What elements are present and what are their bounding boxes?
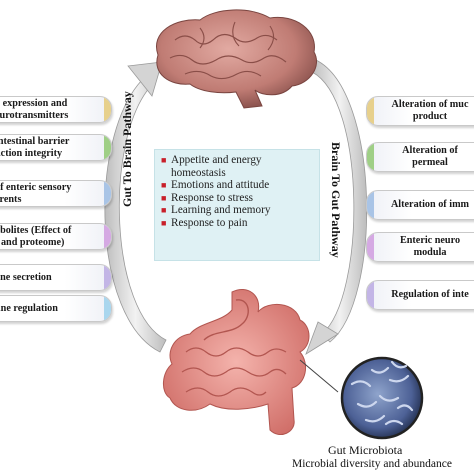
left-box-accent bbox=[104, 135, 111, 160]
right-box-enteric-neuro: Enteric neuro modula bbox=[366, 232, 474, 262]
center-list-item: ■ Learning and memory bbox=[161, 204, 315, 217]
gut-to-brain-label: Gut To Brain Pathway bbox=[120, 91, 134, 207]
left-box-immune: une regulation bbox=[0, 295, 112, 322]
left-box-accent bbox=[104, 97, 111, 122]
center-item-text: Response to pain bbox=[171, 216, 248, 229]
right-box-accent bbox=[367, 233, 374, 261]
center-list-item: ■ Appetite and energy homeostasis bbox=[161, 154, 315, 179]
right-box-text: Alteration of muc product bbox=[391, 99, 469, 122]
left-curved-arrow bbox=[104, 61, 167, 353]
left-box-expression: o expression and eurotransmitters bbox=[0, 96, 112, 123]
center-item-text: Emotions and attitude bbox=[171, 179, 270, 192]
left-box-barrier: intestinal barrier nction integrity bbox=[0, 134, 112, 161]
right-box-text: Alteration of imm bbox=[390, 199, 470, 210]
bullet-square-icon: ■ bbox=[161, 180, 167, 191]
right-box-immunity: Alteration of imm bbox=[366, 190, 474, 220]
left-box-accent bbox=[104, 265, 111, 290]
left-box-accent bbox=[104, 296, 111, 321]
left-box-metabolites: abolites (Effect of - and proteome) bbox=[0, 223, 112, 250]
center-item-text: Response to stress bbox=[171, 191, 254, 204]
left-box-hormone: one secretion bbox=[0, 264, 112, 291]
right-box-text: Alteration of permeal bbox=[402, 145, 458, 168]
center-list-item: ■ Response to stress bbox=[161, 192, 315, 205]
bullet-square-icon: ■ bbox=[161, 192, 167, 203]
microbiota-title: Gut Microbiota bbox=[328, 443, 403, 457]
left-box-text: abolites (Effect of - and proteome) bbox=[0, 224, 72, 248]
right-box-accent bbox=[367, 281, 374, 309]
brain-illustration bbox=[156, 9, 317, 109]
left-box-text: intestinal barrier nction integrity bbox=[0, 135, 70, 159]
left-box-accent bbox=[104, 181, 111, 206]
center-list-item: ■ Response to pain bbox=[161, 217, 315, 230]
left-box-text: une regulation bbox=[0, 302, 58, 314]
left-box-accent bbox=[104, 224, 111, 249]
right-box-accent bbox=[367, 191, 374, 219]
center-item-text: Learning and memory bbox=[171, 204, 271, 217]
right-box-text: Regulation of inte bbox=[391, 289, 469, 300]
center-functions-box: ■ Appetite and energy homeostasis ■ Emot… bbox=[154, 149, 320, 261]
right-curved-arrow bbox=[305, 59, 368, 355]
left-box-enteric-sensory: of enteric sensory erents bbox=[0, 180, 112, 207]
right-box-regulation: Regulation of inte bbox=[366, 280, 474, 310]
left-box-text: o expression and eurotransmitters bbox=[0, 97, 69, 121]
right-box-permeability: Alteration of permeal bbox=[366, 142, 474, 172]
intestine-illustration bbox=[163, 289, 339, 435]
center-list-item: ■ Emotions and attitude bbox=[161, 179, 315, 192]
bullet-square-icon: ■ bbox=[161, 155, 167, 165]
right-box-text: Enteric neuro modula bbox=[399, 235, 461, 258]
bullet-square-icon: ■ bbox=[161, 217, 167, 228]
microbiota-subtitle: Microbial diversity and abundance bbox=[292, 458, 452, 470]
microbiota-magnifier bbox=[340, 356, 424, 440]
left-box-text: of enteric sensory erents bbox=[0, 181, 72, 205]
center-item-text: Appetite and energy homeostasis bbox=[171, 154, 262, 179]
bullet-square-icon: ■ bbox=[161, 205, 167, 216]
brain-to-gut-label: Brain To Gut Pathway bbox=[329, 142, 343, 258]
left-box-text: one secretion bbox=[0, 271, 52, 283]
right-box-accent bbox=[367, 143, 374, 171]
right-box-accent bbox=[367, 97, 374, 125]
right-box-mucus: Alteration of muc product bbox=[366, 96, 474, 126]
